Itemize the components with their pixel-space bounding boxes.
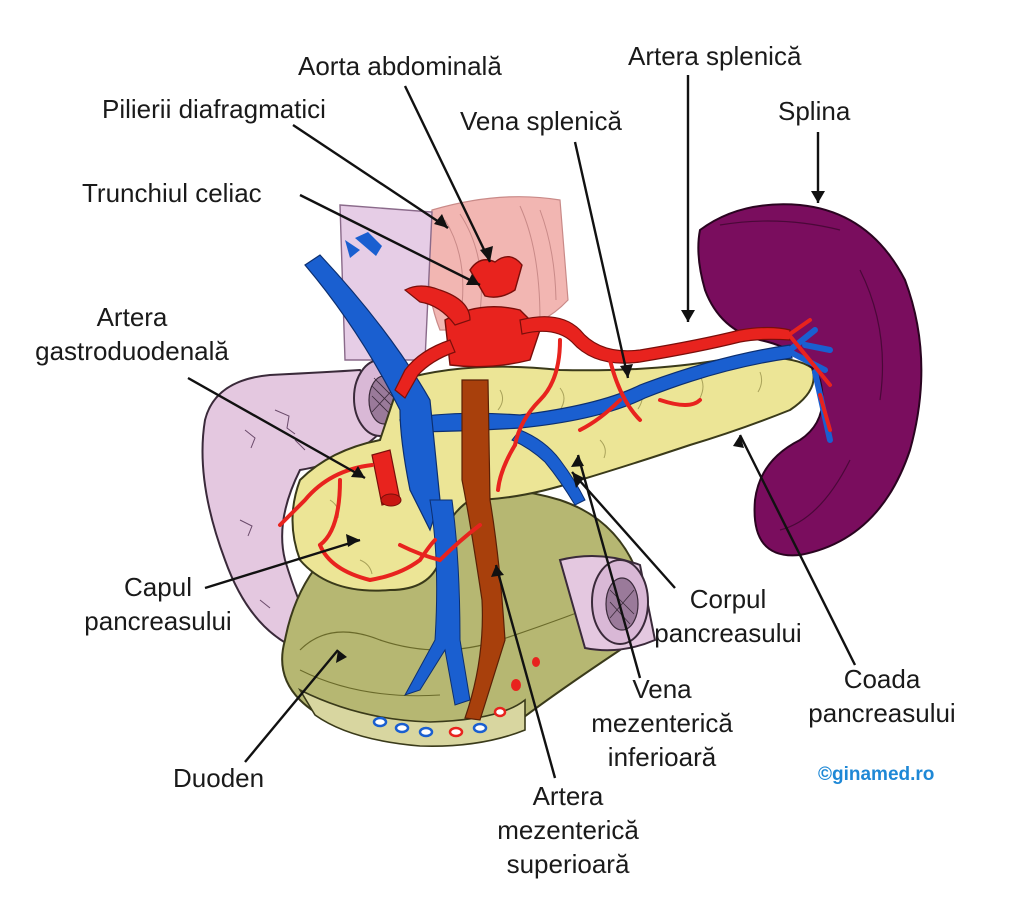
label-imv-3: inferioară	[608, 742, 717, 772]
credit-watermark: ©ginamed.ro	[818, 764, 934, 785]
stomach-duodenum	[201, 368, 394, 652]
pointer-arrowheads	[336, 191, 825, 663]
label-diaphragmatic-crura: Pilierii diafragmatici	[102, 94, 326, 124]
artery-branches	[496, 318, 832, 492]
label-gastroduodenal-1: Artera	[97, 302, 168, 332]
portal-vein	[304, 254, 441, 532]
label-splenic-vein: Vena splenică	[460, 106, 622, 136]
label-gastroduodenal-2: gastroduodenală	[35, 336, 229, 366]
celiac-trunk	[469, 256, 523, 298]
common-hepatic-artery	[394, 339, 456, 399]
label-sma-3: superioară	[507, 849, 630, 879]
label-pancreas-head-2: pancreasului	[84, 606, 231, 636]
superior-mesenteric-artery	[461, 379, 506, 721]
label-sma-2: mezenterică	[497, 815, 639, 845]
label-duodenum: Duoden	[173, 763, 264, 793]
vessel-cross-sections	[372, 657, 540, 738]
label-aorta: Aorta abdominală	[298, 51, 502, 81]
superior-mesenteric-vein	[403, 499, 471, 706]
label-imv-1: Vena	[632, 674, 692, 704]
label-pancreas-body-2: pancreasului	[654, 618, 801, 648]
abdominal-aorta	[444, 305, 541, 368]
label-pancreas-head-1: Capul	[124, 572, 192, 602]
label-celiac-trunk: Trunchiul celiac	[82, 178, 262, 208]
label-splenic-artery: Artera splenică	[628, 41, 802, 71]
label-pancreas-tail-1: Coada	[844, 664, 921, 694]
label-sma-1: Artera	[533, 781, 604, 811]
label-imv-2: mezenterică	[591, 708, 733, 738]
inferior-mesenteric-vein	[511, 429, 586, 506]
label-spleen: Splina	[778, 96, 851, 126]
label-pancreas-tail-2: pancreasului	[808, 698, 955, 728]
label-pancreas-body-1: Corpul	[690, 584, 767, 614]
stomach-creases	[239, 409, 306, 609]
duodenum-lower	[297, 688, 526, 747]
pointer-lines	[187, 75, 857, 779]
